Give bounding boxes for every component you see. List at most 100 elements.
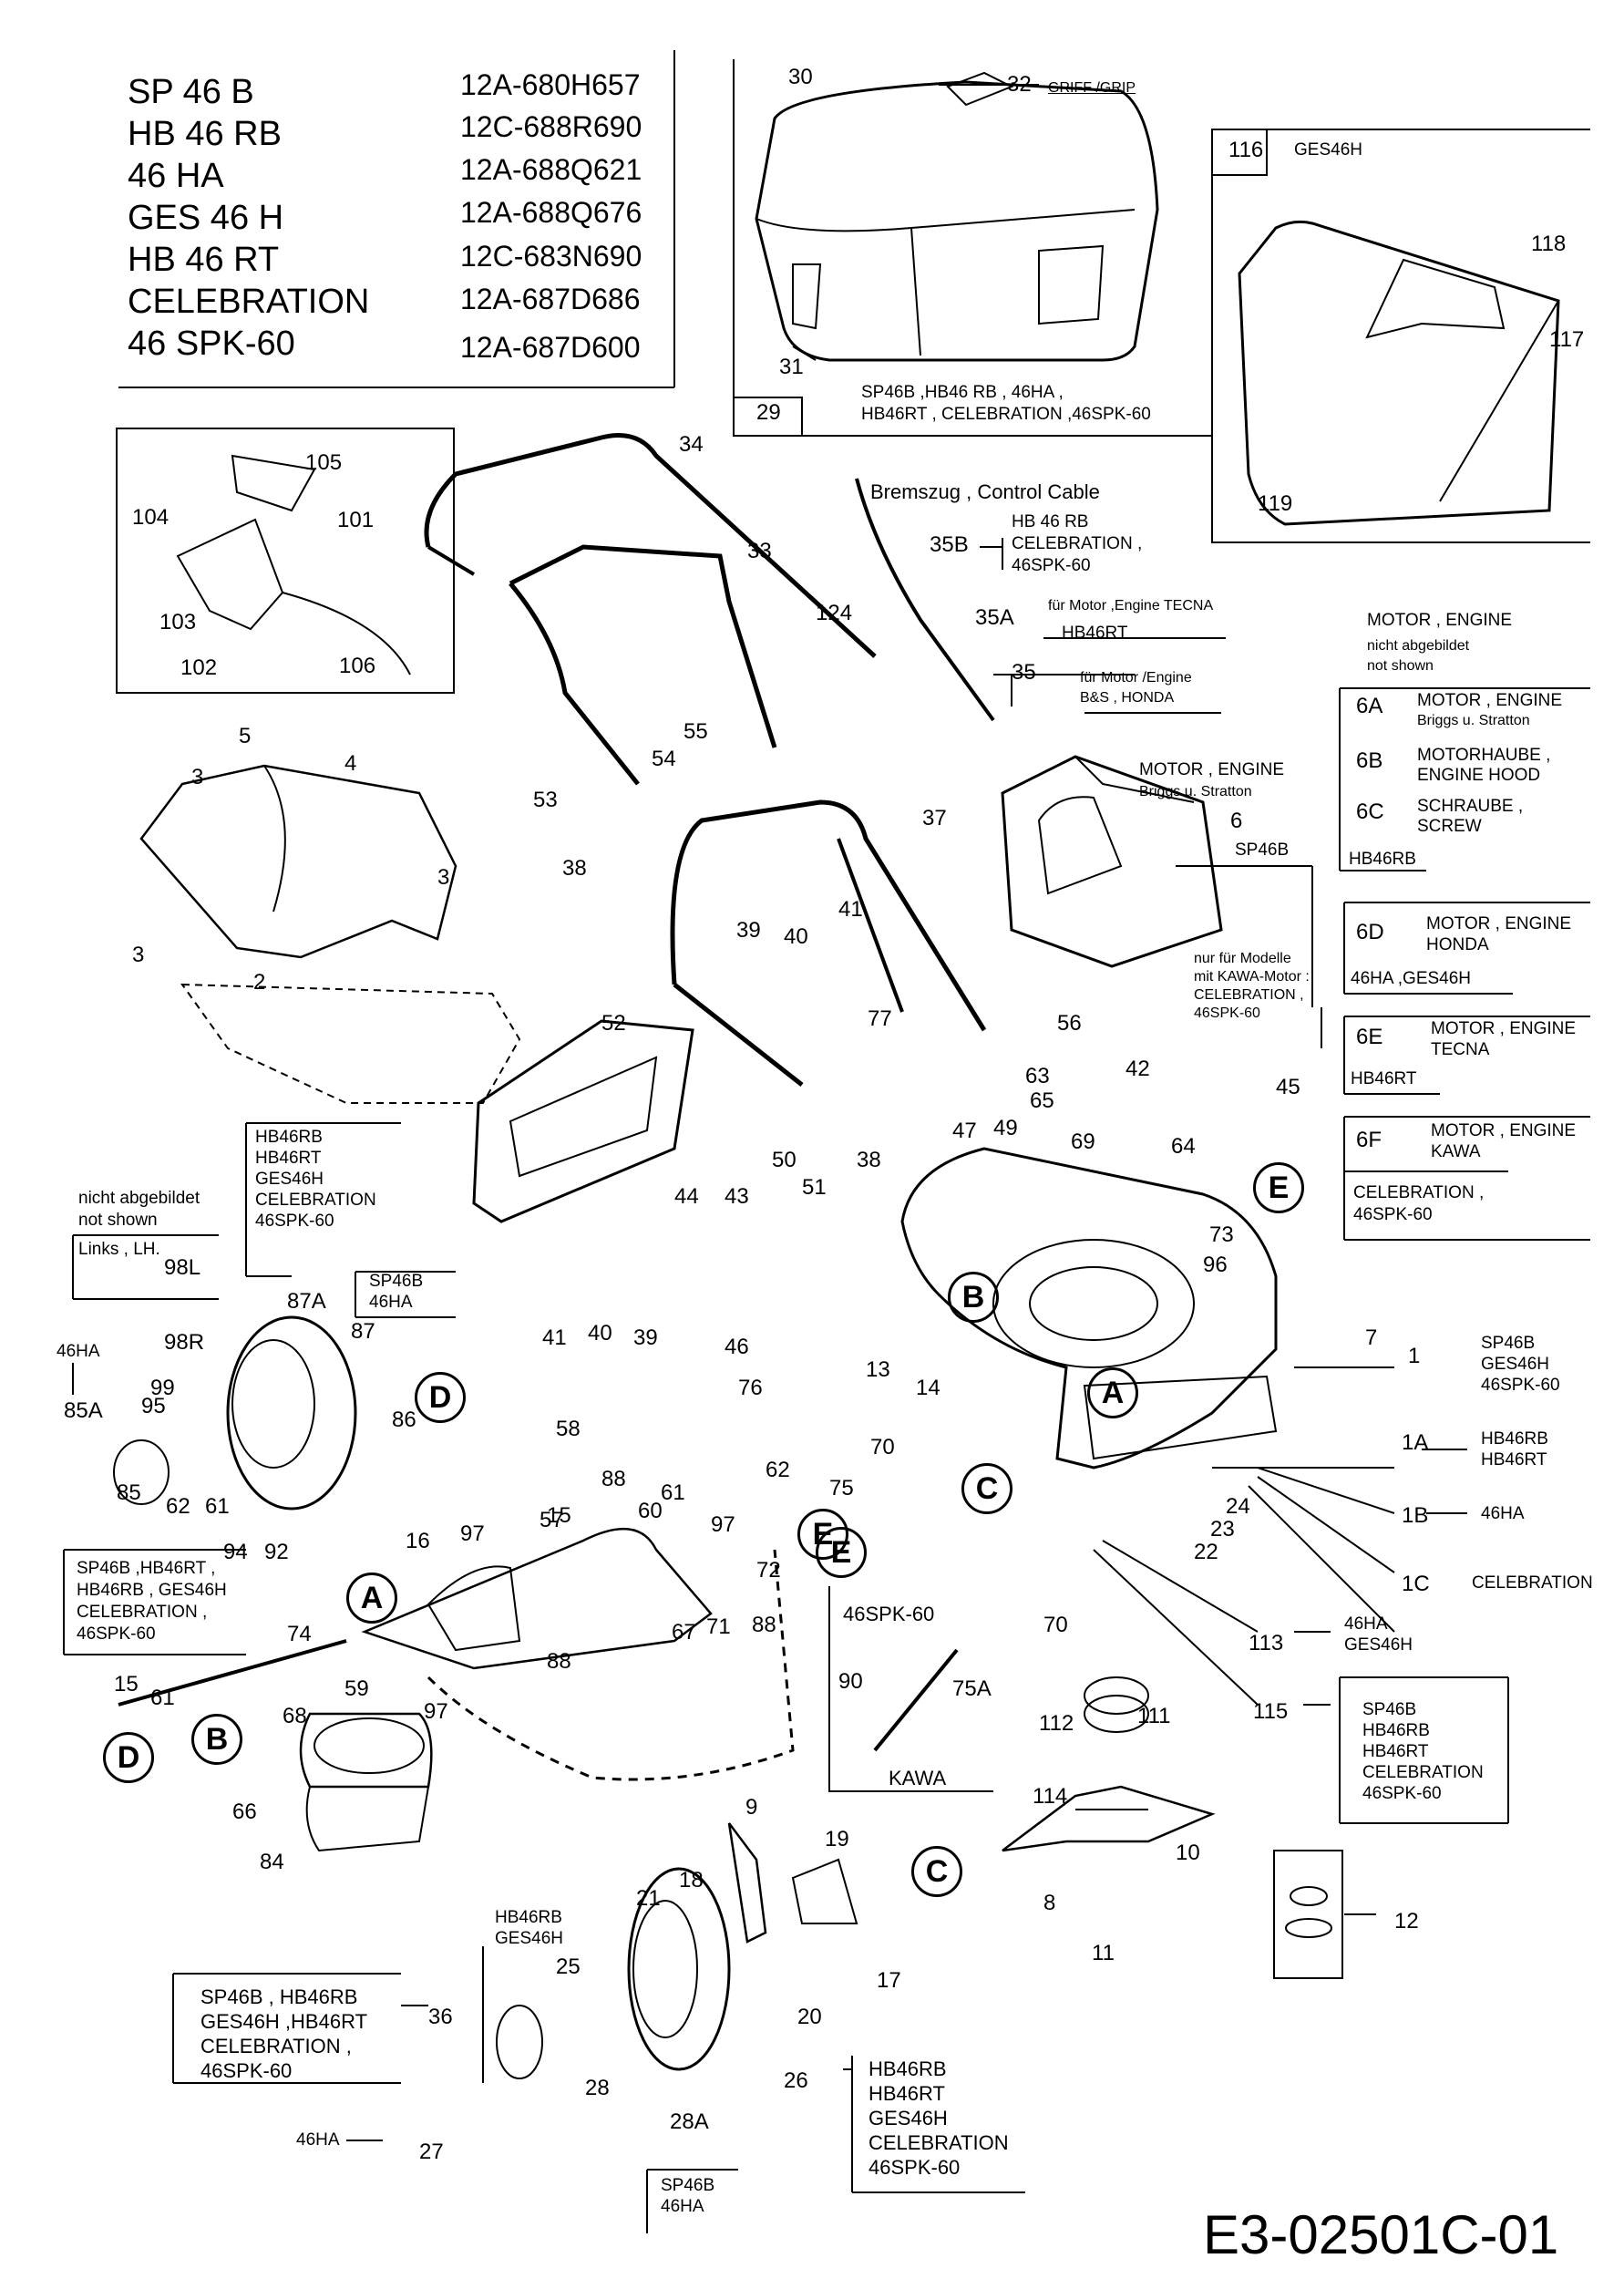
part-number: 117 [1549,327,1585,352]
part-number: 16 [406,1529,430,1553]
part-number: 52 [601,1011,626,1036]
reference-circle: E [816,1527,867,1578]
part-number: 96 [1203,1253,1228,1277]
part-number: 124 [816,601,853,625]
part-number: 105 [305,450,343,475]
callout-87: SP46B [369,1272,424,1291]
callout-28: CELEBRATION , [200,2035,352,2057]
part-number: 1C [1402,1572,1430,1596]
callout-28a: 46HA [296,2130,340,2150]
part-number: 50 [772,1148,797,1172]
callout-35: B&S , HONDA [1080,690,1175,706]
part-number: 75A [952,1676,992,1701]
callout-6b: MOTORHAUBE , [1417,746,1551,765]
part-number: 113 [1249,1631,1284,1655]
part-number: 55 [684,719,708,744]
callout-26a: CELEBRATION [869,2131,1009,2154]
part-number: 21 [636,1886,661,1911]
model-name: 46 SPK-60 [128,325,295,363]
part-number: 77 [868,1006,892,1031]
part-number: 25 [556,1954,581,1979]
callout-28: 46SPK-60 [200,2059,293,2082]
part-number: 97 [424,1699,448,1724]
part-number: 54 [652,747,676,771]
part-number: 20 [797,2005,822,2029]
part-number: 119 [1258,491,1293,516]
part-number: 18 [679,1868,704,1892]
part-number: 6F [1356,1128,1382,1152]
part-number: 45 [1276,1075,1300,1099]
part-number: 35A [975,605,1014,630]
part-number: 19 [825,1827,849,1851]
callout-26a: GES46H [869,2107,948,2129]
callout-28: SP46B , HB46RB [200,1985,358,2008]
reference-circle: D [103,1732,154,1783]
part-number: 90 [838,1669,863,1694]
callout-36: HB46RB [495,1908,562,1927]
part-number: 46 [725,1335,749,1359]
part-number: 75 [829,1476,854,1500]
callout-kawa-note: nur für Modelle [1194,951,1291,966]
part-number: 115 [1253,1699,1289,1724]
model-name: HB 46 RT [128,241,280,279]
callout-98l: not shown [78,1211,158,1230]
part-number: 76 [738,1376,763,1400]
model-code: 12A-680H657 [460,68,641,101]
part-number: 27 [419,2140,444,2164]
part-number: 94 [223,1540,248,1564]
callout-26a: 46SPK-60 [869,2156,961,2179]
part-number: 61 [205,1494,230,1519]
part-number: 40 [784,924,808,949]
part-number: 5 [239,724,252,748]
callout-motor-not-shown: not shown [1367,658,1434,674]
reference-circle: E [1253,1162,1304,1213]
callout-control-cable: Bremszug , Control Cable [870,480,1100,503]
part-number: 86 [392,1408,416,1432]
part-number: 42 [1125,1057,1150,1081]
callout-1c: CELEBRATION [1472,1573,1593,1593]
callout-75a-kawa: KAWA [889,1767,947,1789]
callout-85: CELEBRATION , [77,1603,208,1622]
model-code: 12A-687D600 [460,331,641,364]
callout-motor-not-shown: nicht abgebildet [1367,638,1470,654]
callout-1: GES46H [1481,1355,1549,1374]
part-number: 29 [756,400,781,425]
part-number: 102 [180,655,218,680]
model-code: 12A-688Q621 [460,153,642,186]
model-code: 12A-687D686 [460,283,641,315]
callout-98l: Links , LH. [78,1240,160,1259]
part-number: 112 [1039,1711,1074,1736]
part-number: 35B [930,532,969,557]
callout-motor-not-shown: MOTOR , ENGINE [1367,611,1513,630]
callout-6-model: HB46RB [1349,850,1416,869]
part-number: 111 [1137,1704,1171,1728]
callout-115: 46HA [1344,1614,1388,1634]
callout-6c: SCREW [1417,817,1482,836]
reference-circle: C [911,1846,962,1897]
part-number: 98L [164,1255,201,1280]
part-number: 61 [661,1480,685,1505]
part-number: 2 [253,970,266,995]
part-number: 41 [838,897,863,922]
callout-87: 46HA [369,1293,413,1312]
part-number: 39 [736,918,761,943]
callout-box29-models: HB46RT , CELEBRATION ,46SPK-60 [861,405,1151,424]
part-number: 101 [337,508,375,532]
part-number: 33 [747,539,772,563]
part-number: 30 [788,65,813,89]
part-number: 4 [344,751,357,776]
callout-6e: TECNA [1431,1040,1490,1059]
callout-6d-models: 46HA ,GES46H [1351,969,1472,988]
part-number: 66 [232,1799,257,1824]
callout-6d: HONDA [1426,935,1489,954]
callout-6a: MOTOR , ENGINE [1417,691,1563,710]
callout-35b: CELEBRATION , [1012,534,1143,553]
part-number: 64 [1171,1134,1196,1159]
model-code: 12C-683N690 [460,240,642,273]
callout-griff: GRIFF /GRIP [1048,80,1136,96]
callout-6: MOTOR , ENGINE [1139,760,1285,779]
part-number: 62 [166,1494,190,1519]
part-number: 69 [1071,1129,1095,1154]
part-number: 38 [857,1148,881,1172]
part-number: 12 [1394,1909,1419,1934]
